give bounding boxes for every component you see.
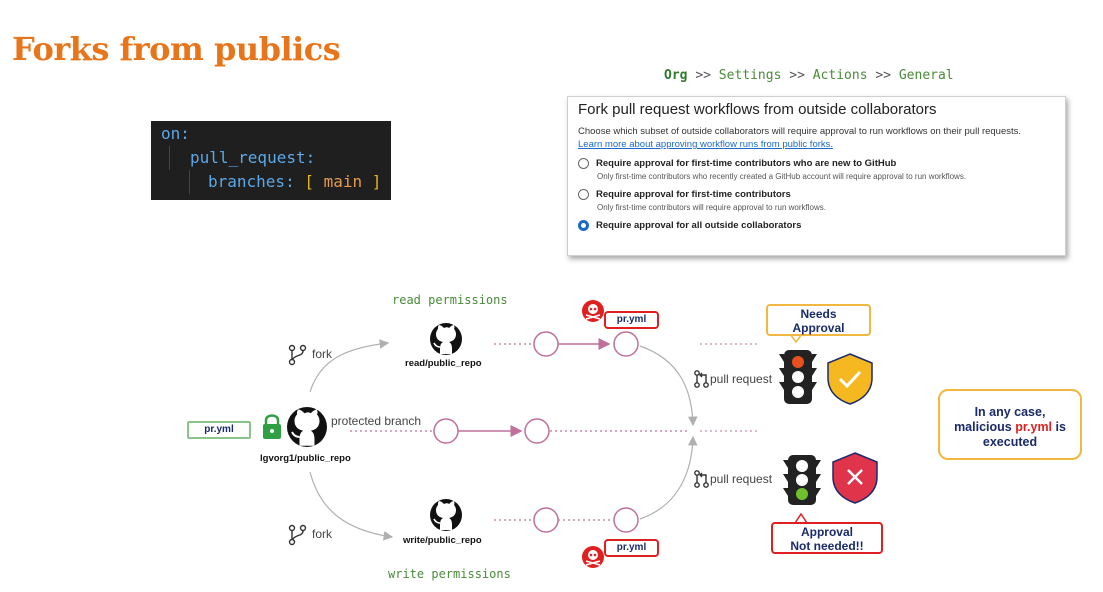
option-new-to-github[interactable]: Require approval for first-time contribu… — [578, 158, 1055, 169]
learn-more-link[interactable]: Learn more about approving workflow runs… — [578, 139, 834, 150]
callout-pointer — [794, 512, 808, 524]
pull-request-icon-top — [694, 370, 709, 388]
radio-new-to-github[interactable] — [578, 158, 589, 169]
note-line-1: In any case, — [974, 405, 1046, 419]
commit-node — [613, 507, 639, 533]
commit-node — [533, 331, 559, 357]
breadcrumb-separator: >> — [789, 68, 805, 83]
fork-icon-bottom — [288, 524, 307, 546]
pull-request-label-top: pull request — [710, 372, 773, 386]
summary-note: In any case, malicious pr.yml is execute… — [938, 389, 1082, 460]
write-permissions-label: write permissions — [388, 567, 511, 581]
pr-yml-file-top: pr.yml — [604, 311, 659, 329]
note-text: malicious — [954, 420, 1016, 434]
github-origin-icon — [286, 406, 328, 448]
radio-first-time[interactable] — [578, 189, 589, 200]
option-first-time[interactable]: Require approval for first-time contribu… — [578, 189, 1055, 200]
option-label: Require approval for first-time contribu… — [596, 189, 791, 200]
breadcrumb-separator: >> — [875, 68, 892, 83]
traffic-light-red-icon — [779, 350, 817, 404]
read-permissions-label: read permissions — [392, 293, 508, 307]
fork-label-top: fork — [312, 347, 333, 361]
page-title: Forks from publics — [12, 30, 341, 68]
code-line-branches: branches: [ main ] — [189, 170, 391, 194]
panel-title: Fork pull request workflows from outside… — [578, 101, 937, 118]
fork-arrow-bottom — [309, 471, 394, 541]
skull-danger-icon-bottom — [582, 546, 604, 568]
code-line-pull-request: pull_request: — [169, 146, 391, 170]
approval-not-needed-callout: Approval Not needed!! — [771, 522, 883, 554]
fork-label-bottom: fork — [312, 527, 333, 541]
read-repo-label: read/public_repo — [405, 358, 482, 369]
pull-request-icon-bottom — [694, 470, 709, 488]
fork-arrow-top — [309, 339, 390, 393]
fork-pr-settings-panel: Fork pull request workflows from outside… — [567, 96, 1066, 256]
origin-repo-label: lgvorg1/public_repo — [260, 453, 351, 464]
option-sub: Only first-time contributors who recentl… — [597, 172, 967, 181]
option-all-outside[interactable]: Require approval for all outside collabo… — [578, 220, 1055, 231]
code-line-on: on: — [161, 124, 190, 143]
github-write-icon — [429, 498, 463, 532]
note-text: is — [1052, 420, 1066, 434]
breadcrumb-settings[interactable]: Settings — [718, 68, 782, 83]
option-sub: Only first-time contributors will requir… — [597, 203, 826, 212]
shield-x-icon — [832, 452, 878, 504]
protected-branch-label: protected branch — [331, 414, 422, 428]
github-read-icon — [429, 322, 463, 356]
pr-yml-file-bottom: pr.yml — [604, 539, 659, 557]
code-bracket-open: [ — [304, 172, 314, 191]
lock-icon — [263, 414, 281, 439]
commit-node — [533, 507, 559, 533]
needs-approval-callout: Needs Approval — [766, 304, 871, 336]
code-bracket-close: ] — [371, 172, 382, 191]
code-branch-value: main — [323, 172, 363, 191]
commit-node — [613, 331, 639, 357]
needs-approval-line: Needs — [800, 307, 837, 321]
radio-all-outside[interactable] — [578, 220, 589, 231]
breadcrumb-separator: >> — [695, 68, 711, 83]
callout-pointer — [789, 333, 803, 344]
note-highlight: pr.yml — [1015, 420, 1053, 434]
note-line-3: executed — [982, 435, 1038, 449]
workflow-code-snippet: on: pull_request: branches: [ main ] — [151, 121, 391, 200]
pr-yml-file-origin: pr.yml — [187, 421, 251, 439]
pull-request-label-bottom: pull request — [710, 472, 773, 486]
option-label: Require approval for first-time contribu… — [596, 158, 897, 169]
breadcrumb: Org >> Settings >> Actions >> General — [664, 68, 954, 83]
breadcrumb-org[interactable]: Org — [664, 68, 688, 83]
note-line-2: malicious pr.yml is — [940, 420, 1080, 435]
skull-danger-icon-top — [582, 300, 604, 322]
commit-node — [524, 418, 550, 444]
breadcrumb-general[interactable]: General — [898, 68, 954, 83]
approval-not-needed-line: Approval — [800, 525, 853, 539]
breadcrumb-actions[interactable]: Actions — [812, 68, 868, 83]
code-branches-key: branches: — [208, 172, 295, 191]
shield-check-icon — [827, 353, 873, 405]
pr-arrow-bottom — [639, 435, 698, 520]
option-label: Require approval for all outside collabo… — [596, 220, 802, 231]
traffic-light-green-icon — [783, 455, 821, 505]
commit-node — [433, 418, 459, 444]
approval-not-needed-line: Not needed!! — [790, 539, 864, 553]
write-repo-label: write/public_repo — [403, 535, 482, 546]
pr-arrow-top — [639, 345, 698, 427]
panel-description: Choose which subset of outside collabora… — [578, 126, 1022, 137]
needs-approval-line: Approval — [792, 321, 845, 335]
fork-icon-top — [288, 344, 307, 366]
